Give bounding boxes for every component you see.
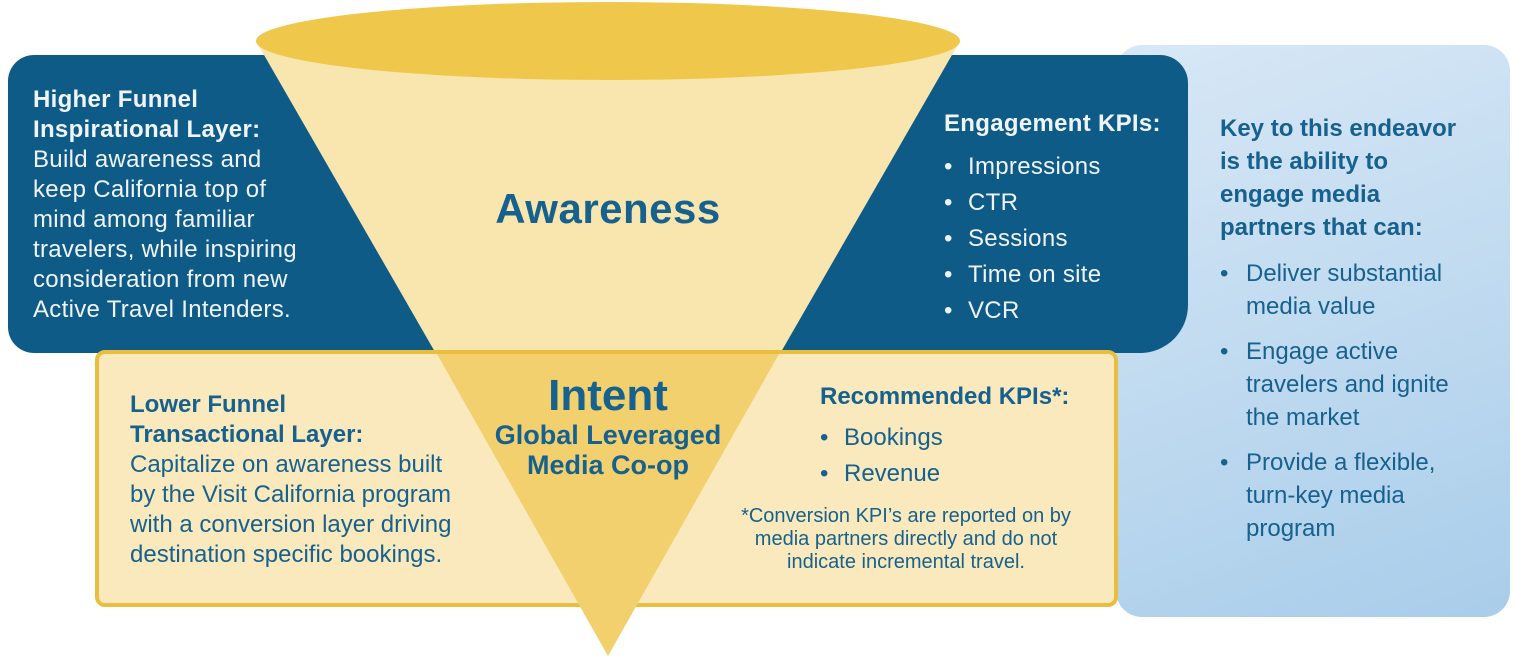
higher-funnel-body: Active Travel Intenders. xyxy=(33,296,291,323)
recommended-kpis-list: • Bookings • Revenue xyxy=(820,420,1120,492)
intent-label: Intent xyxy=(548,371,668,420)
footnote-line: indicate incremental travel. xyxy=(787,551,1025,573)
bullet-icon: • xyxy=(944,153,953,180)
media-partners-title: engage media xyxy=(1220,181,1381,208)
lower-funnel-title: Transactional Layer: xyxy=(130,421,364,448)
kpi-label: Time on site xyxy=(968,261,1102,288)
bullet-line: Provide a flexible, xyxy=(1246,449,1436,476)
intent-subtitle: Media Co-op xyxy=(527,450,689,480)
higher-funnel-text: Higher Funnel Inspirational Layer: Build… xyxy=(33,85,353,325)
list-item: • Deliver substantial media value xyxy=(1220,257,1500,323)
media-partners-list: • Deliver substantial media value • Enga… xyxy=(1220,257,1500,545)
funnel-top-ellipse xyxy=(256,2,960,80)
list-item: • Provide a flexible, turn-key media pro… xyxy=(1220,446,1500,545)
bullet-text: Provide a flexible, turn-key media progr… xyxy=(1246,446,1435,545)
list-item: • Revenue xyxy=(820,456,1120,492)
media-partners-title: Key to this endeavor xyxy=(1220,115,1457,142)
bullet-icon: • xyxy=(1220,449,1229,476)
bullet-icon: • xyxy=(1220,338,1229,365)
list-item: • Bookings xyxy=(820,420,1120,456)
conversion-kpi-footnote: *Conversion KPI’s are reported on by med… xyxy=(700,505,1112,574)
footnote-line: *Conversion KPI’s are reported on by xyxy=(741,505,1071,527)
lower-funnel-text: Lower Funnel Transactional Layer: Capita… xyxy=(130,390,520,570)
bullet-text: Deliver substantial media value xyxy=(1246,257,1442,323)
list-item: • VCR xyxy=(944,293,1184,329)
intent-block: Intent Global Leveraged Media Co-op xyxy=(435,371,781,481)
kpi-label: Impressions xyxy=(968,153,1101,180)
awareness-label: Awareness xyxy=(495,185,721,232)
list-item: • Engage active travelers and ignite the… xyxy=(1220,335,1500,434)
bullet-line: program xyxy=(1246,515,1336,542)
list-item: • Time on site xyxy=(944,257,1184,293)
bullet-icon: • xyxy=(820,460,829,487)
bullet-icon: • xyxy=(820,424,829,451)
bullet-icon: • xyxy=(944,261,953,288)
bullet-icon: • xyxy=(944,297,953,324)
engagement-kpis-title: Engagement KPIs: xyxy=(944,110,1161,137)
lower-funnel-body: by the Visit California program xyxy=(130,481,452,508)
media-partners-text: Key to this endeavor is the ability to e… xyxy=(1220,112,1500,557)
bullet-icon: • xyxy=(944,189,953,216)
bullet-line: media value xyxy=(1246,293,1376,320)
bullet-line: travelers and ignite xyxy=(1246,371,1449,398)
bullet-line: Deliver substantial xyxy=(1246,260,1443,287)
list-item: • Impressions xyxy=(944,149,1184,185)
bullet-line: turn-key media xyxy=(1246,482,1405,509)
bullet-line: the market xyxy=(1246,404,1360,431)
higher-funnel-title: Higher Funnel xyxy=(33,86,199,113)
footnote-line: media partners directly and do not xyxy=(754,528,1058,550)
intent-subtitle: Global Leveraged xyxy=(494,420,722,450)
higher-funnel-body: keep California top of xyxy=(33,176,267,203)
list-item: • CTR xyxy=(944,185,1184,221)
higher-funnel-body: consideration from new xyxy=(33,266,288,293)
higher-funnel-body: mind among familiar xyxy=(33,206,255,233)
bullet-icon: • xyxy=(944,225,953,252)
media-partners-title: is the ability to xyxy=(1220,148,1389,175)
bullet-icon: • xyxy=(1220,260,1229,287)
lower-funnel-body: destination specific bookings. xyxy=(130,541,443,568)
lower-funnel-body: with a conversion layer driving xyxy=(130,511,452,538)
bullet-line: Engage active xyxy=(1246,338,1399,365)
kpi-label: Sessions xyxy=(968,225,1068,252)
kpi-label: CTR xyxy=(968,189,1019,216)
higher-funnel-body: Build awareness and xyxy=(33,146,262,173)
lower-funnel-body: Capitalize on awareness built xyxy=(130,451,443,478)
bullet-text: Engage active travelers and ignite the m… xyxy=(1246,335,1449,434)
higher-funnel-body: travelers, while inspiring xyxy=(33,236,297,263)
kpi-label: VCR xyxy=(968,297,1020,324)
recommended-kpis-title: Recommended KPIs*: xyxy=(820,383,1070,410)
lower-funnel-title: Lower Funnel xyxy=(130,391,286,418)
higher-funnel-title: Inspirational Layer: xyxy=(33,116,261,143)
engagement-kpis-text: Engagement KPIs: • Impressions • CTR • S… xyxy=(944,110,1184,329)
list-item: • Sessions xyxy=(944,221,1184,257)
kpi-label: Bookings xyxy=(844,424,943,451)
kpi-label: Revenue xyxy=(844,460,941,487)
media-partners-title: partners that can: xyxy=(1220,214,1423,241)
engagement-kpis-list: • Impressions • CTR • Sessions • Time on… xyxy=(944,149,1184,329)
recommended-kpis-text: Recommended KPIs*: • Bookings • Revenue xyxy=(820,383,1120,492)
